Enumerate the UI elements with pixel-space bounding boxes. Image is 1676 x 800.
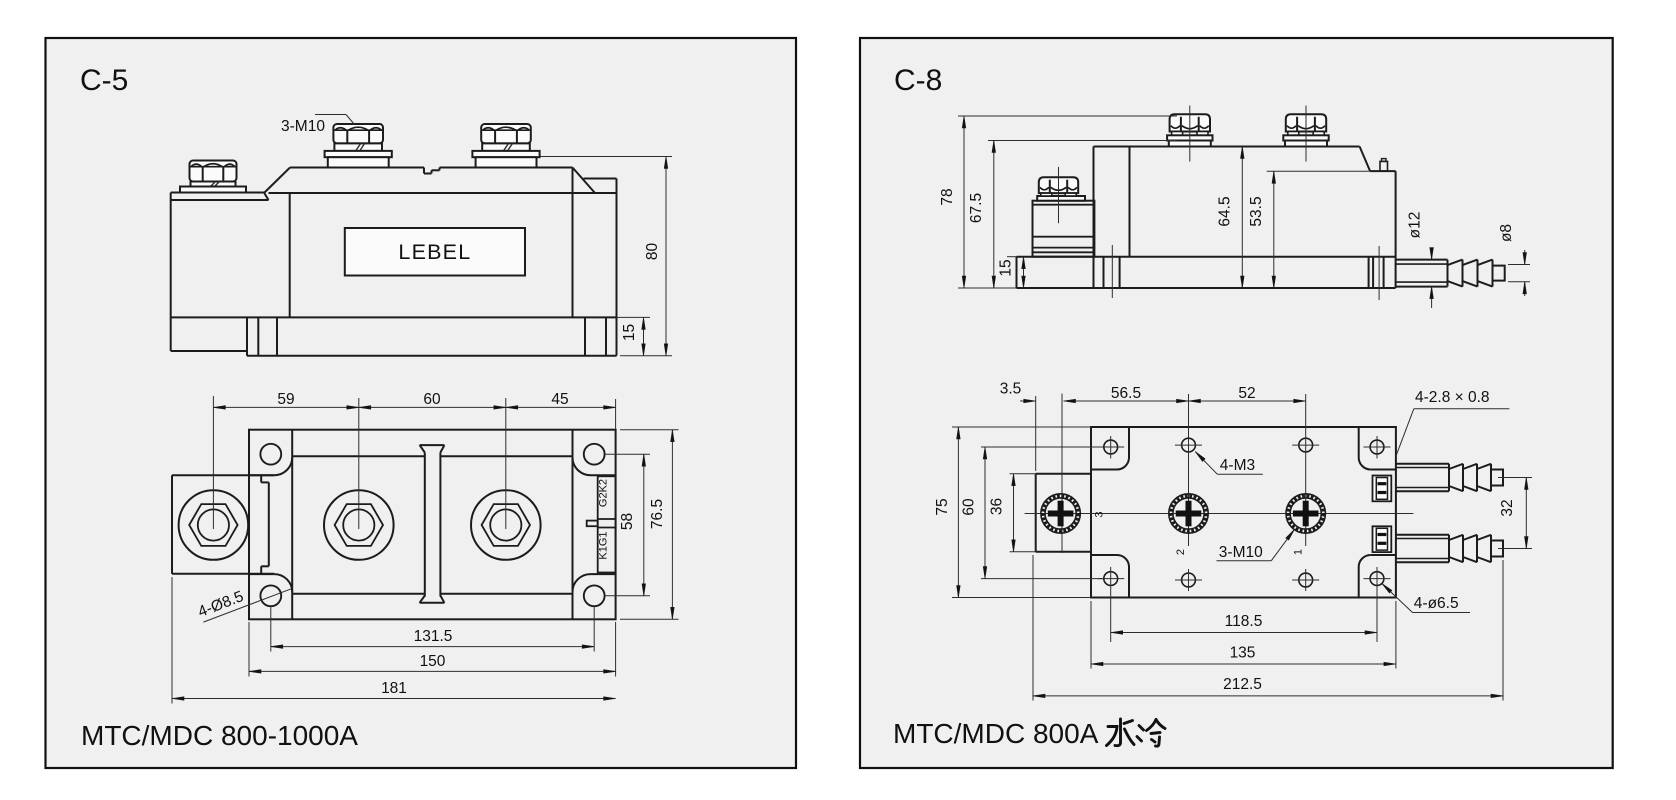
svg-text:212.5: 212.5	[1223, 676, 1262, 693]
svg-text:LEBEL: LEBEL	[398, 240, 471, 264]
svg-text:67.5: 67.5	[968, 193, 985, 223]
svg-text:1: 1	[1293, 549, 1305, 555]
svg-text:181: 181	[381, 680, 407, 697]
svg-text:78: 78	[939, 188, 956, 205]
svg-text:56.5: 56.5	[1111, 385, 1141, 402]
svg-text:64.5: 64.5	[1217, 196, 1234, 226]
svg-text:15: 15	[621, 324, 638, 341]
svg-text:MTC/MDC 800-1000A: MTC/MDC 800-1000A	[81, 720, 358, 751]
svg-text:53.5: 53.5	[1248, 196, 1265, 226]
svg-text:15: 15	[998, 259, 1015, 276]
svg-text:60: 60	[961, 498, 978, 516]
svg-text:2: 2	[1175, 549, 1187, 555]
svg-text:C-5: C-5	[80, 64, 128, 97]
svg-text:59: 59	[277, 391, 294, 408]
svg-text:60: 60	[423, 391, 441, 408]
svg-text:32: 32	[1499, 499, 1516, 516]
svg-text:G2K2: G2K2	[597, 479, 609, 507]
svg-text:118.5: 118.5	[1225, 613, 1263, 630]
svg-text:131.5: 131.5	[414, 628, 453, 645]
svg-text:ø12: ø12	[1407, 212, 1424, 239]
svg-text:K1G1: K1G1	[597, 531, 609, 559]
svg-text:58: 58	[619, 513, 636, 530]
svg-text:135: 135	[1230, 645, 1256, 662]
svg-text:3-M10: 3-M10	[281, 118, 325, 135]
svg-text:52: 52	[1238, 385, 1255, 402]
svg-text:3.5: 3.5	[1000, 381, 1022, 398]
svg-text:C-8: C-8	[894, 64, 942, 97]
svg-text:150: 150	[420, 653, 446, 670]
svg-text:ø8: ø8	[1498, 224, 1515, 242]
svg-text:80: 80	[644, 243, 661, 261]
svg-text:3-M10: 3-M10	[1219, 544, 1263, 561]
svg-text:3: 3	[1094, 511, 1106, 517]
svg-text:4-2.8 × 0.8: 4-2.8 × 0.8	[1415, 389, 1490, 406]
svg-text:76.5: 76.5	[649, 499, 666, 529]
svg-text:45: 45	[551, 391, 568, 408]
svg-text:4-M3: 4-M3	[1220, 457, 1255, 474]
svg-text:MTC/MDC 800A: MTC/MDC 800A	[893, 718, 1099, 749]
svg-text:75: 75	[934, 498, 951, 515]
svg-text:4-ø6.5: 4-ø6.5	[1414, 595, 1459, 612]
svg-text:36: 36	[989, 498, 1006, 515]
